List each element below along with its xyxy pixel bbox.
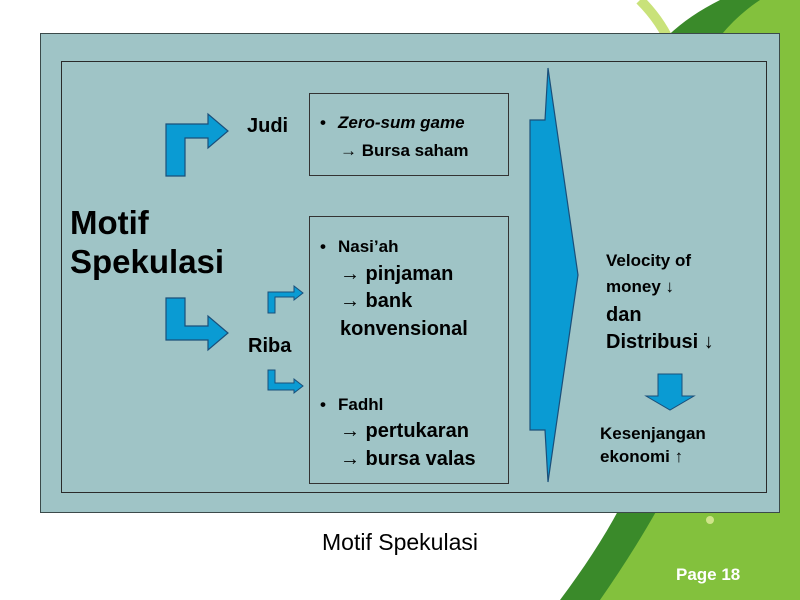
diagram-title: Motif Spekulasi	[70, 203, 260, 281]
box-item: Nasi’ah	[338, 237, 399, 256]
box-item: Fadhl	[338, 395, 384, 414]
dot	[706, 516, 714, 524]
riba-box: • Nasi’ah → pinjaman → bank konvensional…	[309, 216, 509, 484]
outcome-line: ekonomi ↑	[600, 447, 684, 466]
branch-label-judi: Judi	[247, 115, 289, 137]
bullet: •	[320, 113, 326, 132]
outcome-line: Kesenjangan	[600, 424, 706, 443]
box-subitem: konvensional	[340, 318, 468, 340]
large-chevron-arrow-icon	[529, 67, 579, 483]
box-subitem: → pinjaman	[340, 263, 454, 285]
box-subitem: → bursa valas	[340, 448, 476, 470]
result-line: money ↓	[606, 277, 675, 296]
title-line: Spekulasi	[70, 243, 225, 280]
box-subitem: → Bursa saham	[340, 141, 469, 160]
bent-arrow-down-icon	[165, 297, 229, 352]
result-line: Velocity of	[606, 251, 692, 270]
diagram-inner-frame	[61, 61, 767, 493]
box-subitem: → bank	[340, 290, 413, 312]
box-subitem: → pertukaran	[340, 420, 469, 442]
bullet: •	[320, 395, 326, 414]
small-bent-arrow-icon	[267, 284, 304, 314]
box-item: Zero-sum game	[338, 113, 465, 132]
judi-box: • Zero-sum game → Bursa saham	[309, 93, 509, 176]
title-line: Motif	[70, 204, 149, 241]
bullet: •	[320, 237, 326, 256]
small-bent-arrow-icon	[267, 369, 304, 395]
bent-arrow-up-icon	[165, 112, 229, 177]
page-number: Page 18	[676, 565, 741, 584]
result-line: Distribusi ↓	[606, 331, 714, 353]
result-line: dan	[606, 304, 642, 326]
down-arrow-icon	[644, 373, 696, 411]
branch-label-riba: Riba	[248, 335, 292, 357]
slide-caption: Motif Spekulasi	[322, 529, 478, 555]
